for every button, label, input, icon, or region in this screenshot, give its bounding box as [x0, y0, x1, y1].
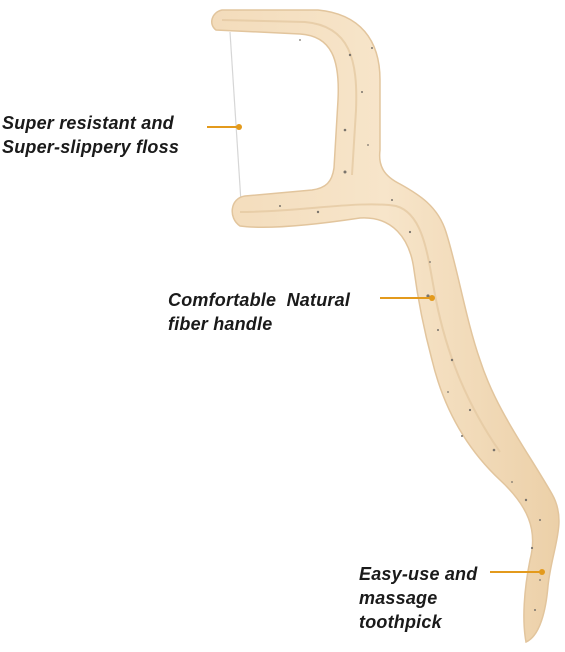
toothpick-annotation-label: Easy-use and massage toothpick — [359, 562, 477, 634]
floss-leader-dot — [236, 124, 242, 130]
floss-strand — [229, 31, 242, 203]
toothpick-annotation-line-3: toothpick — [359, 612, 442, 632]
pick-ridge — [221, 19, 501, 453]
pick-body — [211, 9, 560, 644]
floss-annotation-line-1: Super resistant and — [2, 113, 174, 133]
handle-leader-line — [380, 297, 432, 299]
toothpick-leader-dot — [539, 569, 545, 575]
handle-annotation-line-1: Comfortable Natural — [168, 290, 351, 310]
handle-annotation-line-2: fiber handle — [168, 314, 273, 334]
toothpick-leader-line — [490, 571, 542, 573]
fiber-speckles — [279, 39, 541, 611]
toothpick-annotation-line-1: Easy-use and — [359, 564, 478, 584]
handle-leader-dot — [429, 295, 435, 301]
floss-annotation-line-2: Super-slippery floss — [2, 137, 180, 157]
floss-annotation-label: Super resistant and Super-slippery floss — [2, 111, 179, 159]
floss-leader-line — [207, 126, 240, 128]
handle-annotation-label: Comfortable Natural fiber handle — [168, 288, 350, 336]
toothpick-annotation-line-2: massage — [359, 588, 438, 608]
